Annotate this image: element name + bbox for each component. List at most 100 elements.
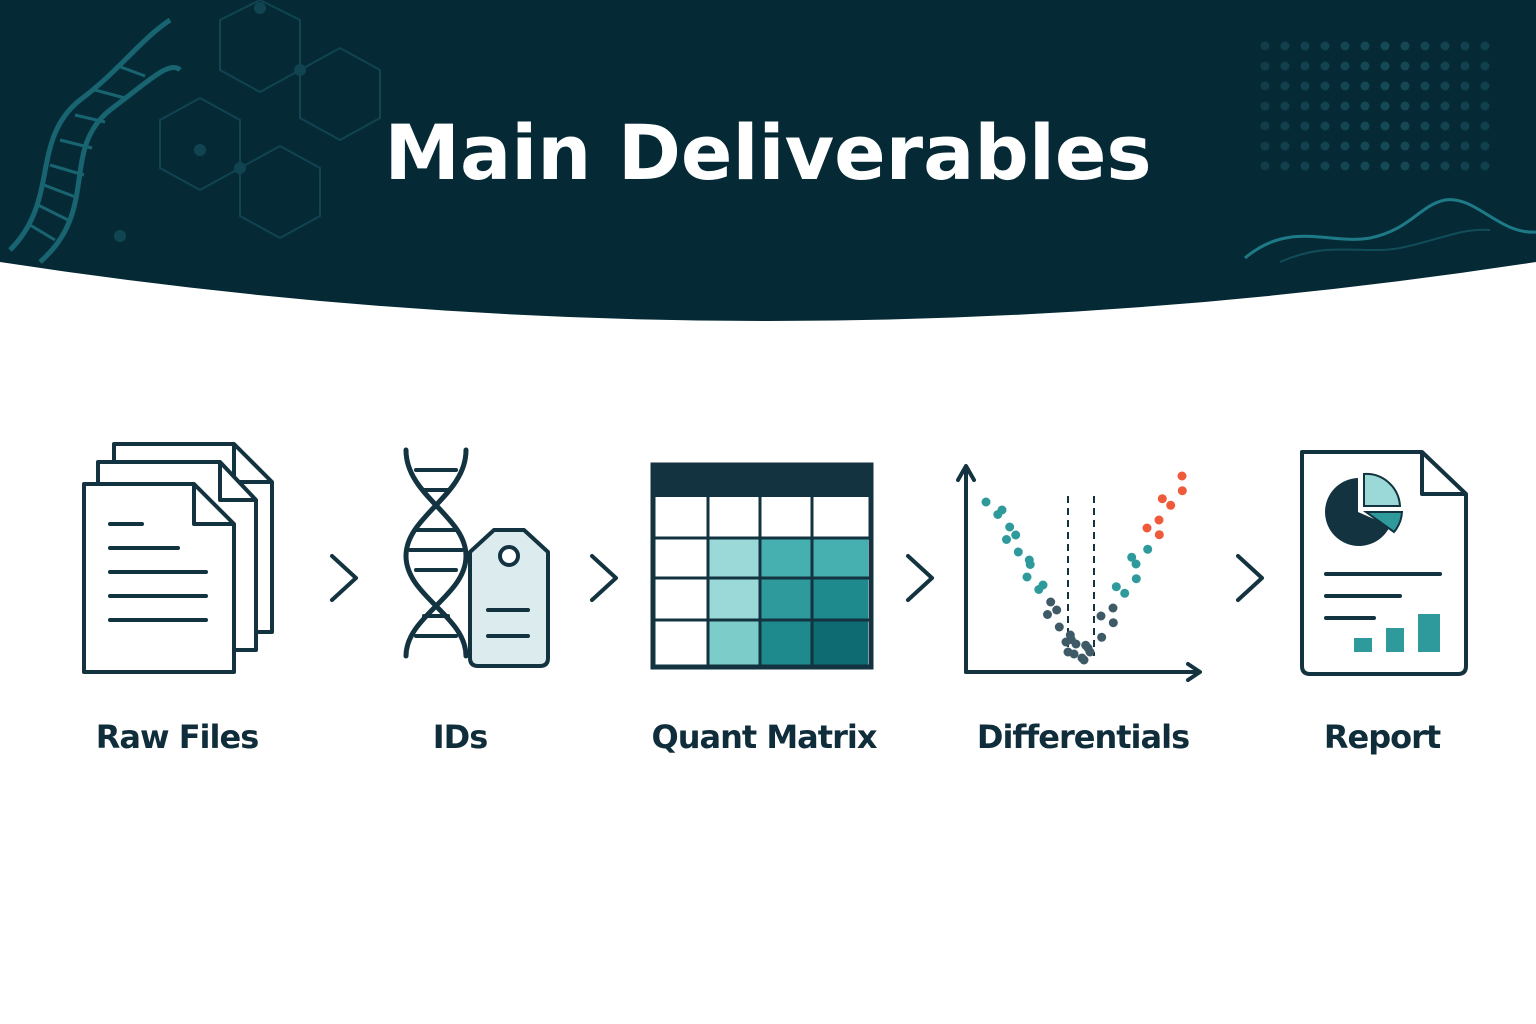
- volcano-dot: [1069, 649, 1079, 659]
- header-dot: [1420, 41, 1430, 51]
- header-dot: [1440, 101, 1450, 111]
- volcano-dot: [1108, 618, 1118, 628]
- volcano-dot: [1034, 585, 1044, 594]
- header-dot: [1380, 41, 1390, 51]
- header-dot: [1340, 141, 1350, 151]
- report-document-icon: [1300, 450, 1468, 676]
- header-dot: [1400, 121, 1410, 131]
- volcano-dot: [1111, 582, 1121, 592]
- volcano-dot: [1166, 500, 1176, 510]
- matrix-table-icon: [650, 462, 874, 670]
- header-dot: [1340, 61, 1350, 71]
- header-dot: [1420, 141, 1430, 151]
- volcano-dot: [1177, 471, 1187, 481]
- stage-label-report: Report: [1323, 718, 1441, 756]
- header-dot: [1400, 101, 1410, 111]
- volcano-dot: [981, 497, 991, 507]
- header-dot: [1300, 41, 1310, 51]
- header-dot: [1380, 121, 1390, 131]
- chevron-right-icon: [330, 554, 358, 602]
- header-dot: [1340, 41, 1350, 51]
- volcano-dot: [1131, 559, 1141, 569]
- header-dot: [1420, 101, 1430, 111]
- header-dot: [1460, 141, 1470, 151]
- header-dot: [1480, 81, 1490, 91]
- header-dot: [1380, 141, 1390, 151]
- header-dot: [1460, 41, 1470, 51]
- volcano-dot: [1071, 639, 1081, 649]
- header-dot: [1300, 81, 1310, 91]
- header-dot: [1480, 121, 1490, 131]
- header-dot: [1440, 41, 1450, 51]
- header-dot: [1320, 121, 1330, 131]
- header-dot: [1340, 101, 1350, 111]
- volcano-dot: [1054, 622, 1064, 632]
- volcano-dot: [1097, 632, 1107, 642]
- header-dot: [1440, 161, 1450, 171]
- header-dot: [1480, 141, 1490, 151]
- volcano-dot: [1096, 611, 1106, 621]
- header-dot: [1400, 161, 1410, 171]
- header-dot: [1300, 121, 1310, 131]
- volcano-dot: [1154, 515, 1164, 525]
- volcano-dot: [1131, 574, 1141, 584]
- header-dot: [1460, 81, 1470, 91]
- volcano-dot: [1043, 610, 1052, 619]
- header-dot: [1360, 101, 1370, 111]
- header-dot: [1400, 81, 1410, 91]
- header-dot: [1420, 61, 1430, 71]
- header-dot: [1260, 121, 1270, 131]
- header-dot: [1380, 61, 1390, 71]
- header-dot: [1360, 141, 1370, 151]
- header-dot: [1320, 101, 1330, 111]
- page-title: Main Deliverables: [384, 108, 1152, 197]
- header-dot: [1300, 101, 1310, 111]
- volcano-dot: [1061, 637, 1071, 647]
- volcano-dot: [1025, 560, 1035, 569]
- volcano-dot: [1005, 522, 1015, 532]
- volcano-dot: [1127, 552, 1137, 562]
- dna-tag-icon: [403, 447, 550, 668]
- header-dot: [1340, 161, 1350, 171]
- header-dot: [1320, 61, 1330, 71]
- volcano-dot: [993, 510, 1003, 519]
- header-dot: [1300, 161, 1310, 171]
- header-dot: [1260, 141, 1270, 151]
- header-dot: [1360, 161, 1370, 171]
- header-dot: [1260, 81, 1270, 91]
- header-dot: [1320, 81, 1330, 91]
- volcano-dot: [1157, 494, 1167, 504]
- header-banner: [0, 0, 1536, 321]
- header-dot-grid-decoration-icon: [1260, 41, 1490, 171]
- header-dot: [1280, 161, 1290, 171]
- header-dot: [1280, 81, 1290, 91]
- stage-label-ids: IDs: [432, 718, 489, 756]
- header-dot: [1440, 61, 1450, 71]
- header-dot: [1300, 61, 1310, 71]
- header-dot: [1360, 81, 1370, 91]
- volcano-dot: [1120, 588, 1130, 598]
- header-dot: [1280, 141, 1290, 151]
- header-hexagon-decoration-icon: [114, 0, 381, 242]
- header-wave-decoration-icon: [1244, 198, 1536, 260]
- stage-label-quant-matrix: Quant Matrix: [651, 718, 878, 756]
- header-dot: [1260, 41, 1270, 51]
- volcano-dot: [1013, 547, 1023, 557]
- header-dot: [1440, 141, 1450, 151]
- volcano-dot: [1083, 643, 1093, 653]
- volcano-plot-icon: [956, 464, 1202, 682]
- volcano-dot: [1142, 523, 1152, 533]
- header-dna-decoration-icon: [8, 17, 182, 264]
- header-dot: [1480, 41, 1490, 51]
- header-dot: [1260, 161, 1270, 171]
- header-dot: [1420, 81, 1430, 91]
- header-dot: [1260, 101, 1270, 111]
- header-dot: [1300, 141, 1310, 151]
- volcano-dot: [1108, 603, 1118, 613]
- header-dot: [1440, 121, 1450, 131]
- header-dot: [1340, 121, 1350, 131]
- header-dot: [1480, 61, 1490, 71]
- header-dot: [1280, 41, 1290, 51]
- volcano-dot: [1011, 530, 1021, 540]
- header-dot: [1280, 101, 1290, 111]
